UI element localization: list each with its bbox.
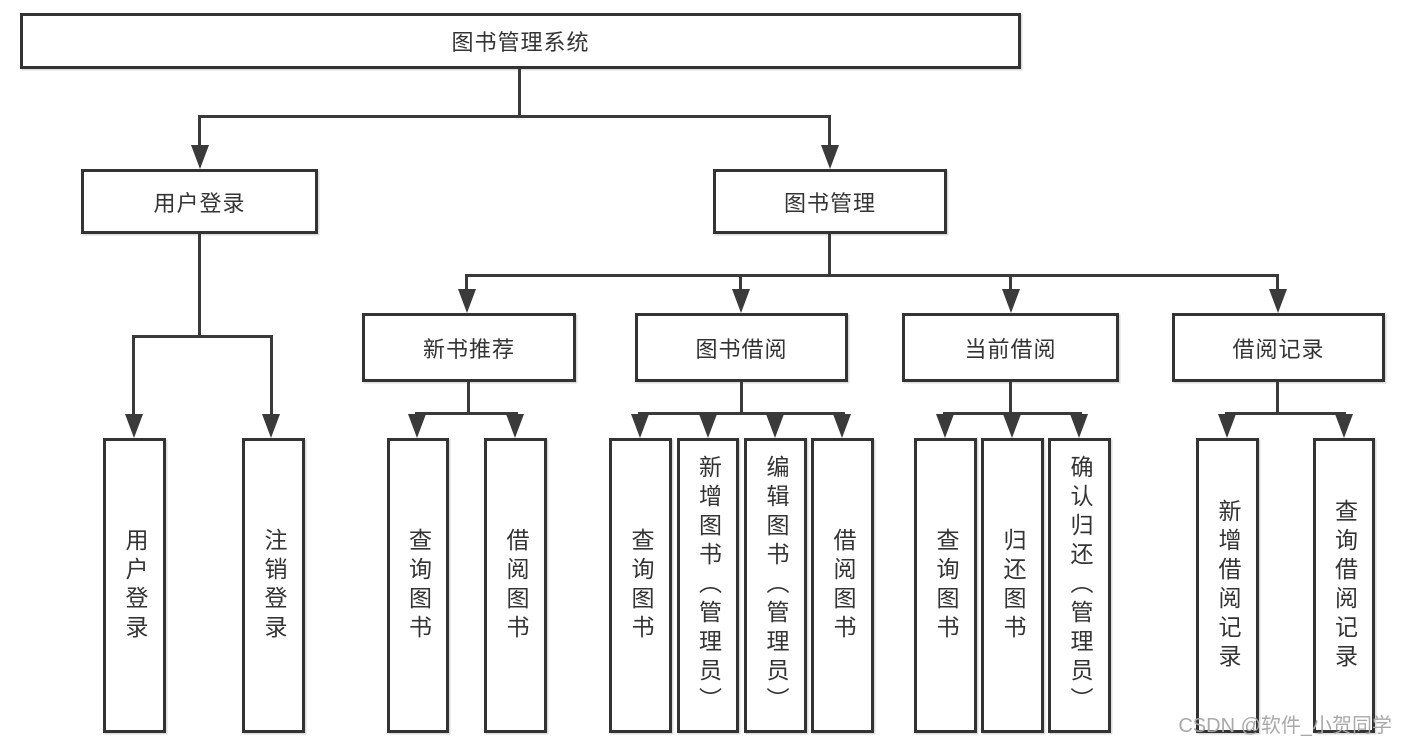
connector-vline [198,234,201,338]
connector-hline [198,115,831,118]
arrow-down-icon [1335,414,1353,438]
connector-hline [943,412,1082,415]
arrow-down-icon [1269,289,1287,313]
arrow-down-icon [821,145,839,169]
connector-vline [465,274,468,292]
connector-vline [739,274,742,292]
node-label: 图书管理系统 [451,30,590,55]
connector-vline [198,115,201,147]
node-label: 借阅记录 [1232,336,1325,362]
arrow-down-icon [191,145,209,169]
connector-hline [1225,412,1346,415]
connector-vline [1009,382,1012,415]
node-label: 当前借阅 [964,336,1057,362]
connector-vline [270,335,273,415]
node-label: 新增图书（管理员） [695,455,722,716]
connector-vline [518,69,521,117]
node-label: 查询借阅记录 [1331,498,1358,673]
connector-hline [638,412,845,415]
node-library-management-system: 图书管理系统 [20,13,1021,69]
arrow-down-icon [1070,414,1088,438]
arrow-down-icon [1218,414,1236,438]
connector-vline [740,382,743,415]
connector-vline [1276,382,1279,415]
node-label: 注销登录 [261,527,287,644]
arrow-down-icon [631,414,649,438]
leaf-confirm-return-admin: 确认归还（管理员） [1048,438,1111,733]
node-book-management: 图书管理 [713,169,947,234]
node-label: 图书借阅 [695,336,788,362]
arrow-down-icon [766,414,784,438]
watermark: CSDN @软件_小贺同学 [1178,715,1392,737]
node-label: 归还图书 [1000,527,1026,644]
connector-hline [415,412,518,415]
arrow-down-icon [833,414,851,438]
leaf-edit-books-admin: 编辑图书（管理员） [744,438,807,733]
connector-hline [465,274,1279,277]
leaf-query-borrow-record: 查询借阅记录 [1313,438,1375,733]
node-label: 用户登录 [122,527,148,644]
connector-vline [132,335,135,415]
node-label: 编辑图书（管理员） [763,455,789,716]
arrow-down-icon [936,414,954,438]
arrow-down-icon [262,414,280,438]
node-label: 图书管理 [783,190,876,216]
leaf-user-login: 用户登录 [103,438,166,733]
leaf-borrow-books: 借阅图书 [811,438,874,733]
arrow-down-icon [506,414,524,438]
node-label: 查询图书 [628,527,654,644]
arrow-down-icon [408,414,426,438]
node-label: 新增借阅记录 [1215,498,1241,673]
connector-vline [828,115,831,147]
node-label: 用户登录 [153,190,246,216]
node-label: 查询图书 [405,527,432,644]
arrow-down-icon [1003,414,1021,438]
node-label: 查询图书 [933,527,959,644]
leaf-query-books: 查询图书 [914,438,977,733]
arrow-down-icon [1002,289,1020,313]
arrow-down-icon [732,289,750,313]
leaf-return-books: 归还图书 [981,438,1044,733]
leaf-logout-login: 注销登录 [242,438,305,733]
node-label: 新书推荐 [422,336,515,362]
node-label: 借阅图书 [830,527,856,644]
node-current-borrowing: 当前借阅 [902,313,1119,382]
leaf-borrow-books: 借阅图书 [484,438,547,733]
arrow-down-icon [699,414,717,438]
connector-hline [132,335,273,338]
connector-vline [467,382,470,415]
leaf-query-books: 查询图书 [387,438,449,733]
connector-vline [828,234,831,277]
leaf-add-books-admin: 新增图书（管理员） [677,438,739,733]
node-book-borrowing: 图书借阅 [635,313,848,382]
node-borrowing-records: 借阅记录 [1172,313,1385,382]
leaf-add-borrow-record: 新增借阅记录 [1196,438,1259,733]
connector-vline [1276,274,1279,292]
arrow-down-icon [458,289,476,313]
node-new-book-recommendation: 新书推荐 [362,313,576,382]
node-label: 确认归还（管理员） [1067,455,1093,716]
leaf-query-books: 查询图书 [609,438,672,733]
arrow-down-icon [125,414,143,438]
node-user-login: 用户登录 [81,169,318,234]
connector-vline [1009,274,1012,292]
node-label: 借阅图书 [503,527,529,644]
